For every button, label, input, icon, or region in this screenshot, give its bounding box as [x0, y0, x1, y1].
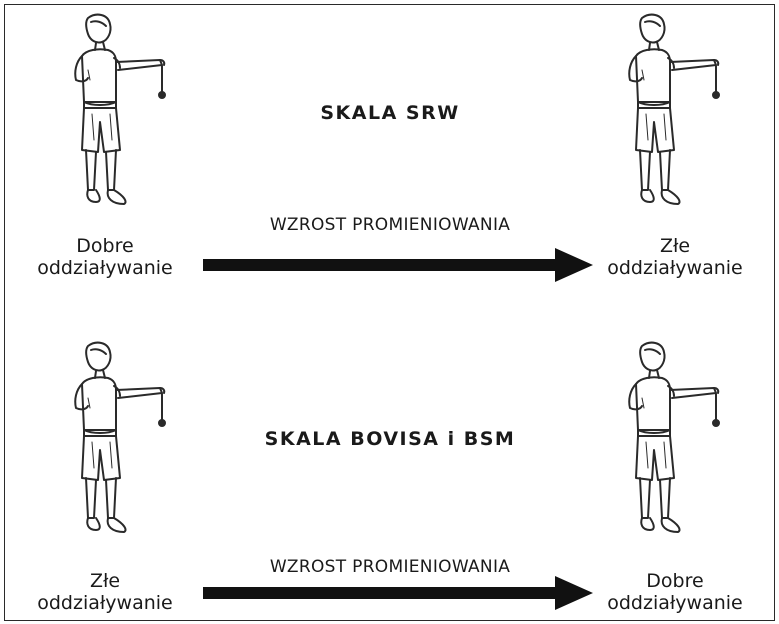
right-arrow-icon: [203, 248, 593, 282]
right-arrow-icon: [203, 576, 593, 610]
person-with-pendulum-icon: [612, 10, 722, 220]
arrow-label: WZROST PROMIENIOWANIA: [269, 215, 511, 235]
arrow-label: WZROST PROMIENIOWANIA: [269, 557, 511, 577]
scale-title: SKALA SRW: [320, 102, 460, 124]
diagram-frame: [4, 4, 775, 621]
person-with-pendulum-icon: [58, 338, 168, 548]
person-with-pendulum-icon: [58, 10, 168, 220]
person-with-pendulum-icon: [612, 338, 722, 548]
scale-title: SKALA BOVISA i BSM: [264, 428, 516, 450]
